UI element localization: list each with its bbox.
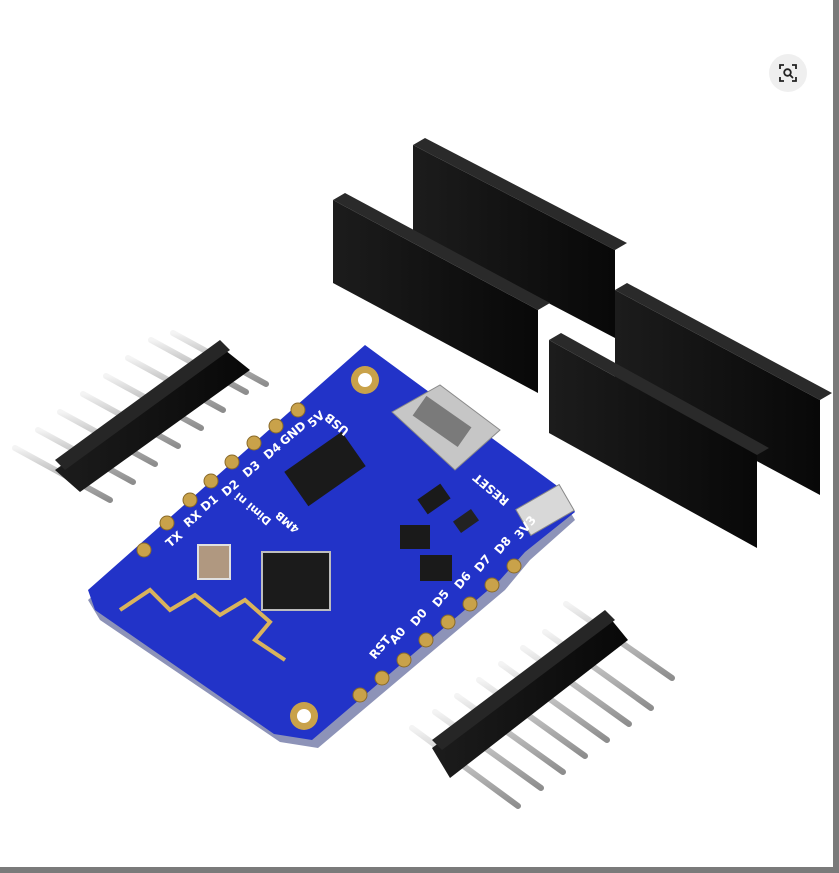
male-header-right <box>409 601 675 809</box>
d1-mini-pcb: TX RX D1 D2 D3 D4 GND 5V USB RESET 4MB D… <box>88 345 575 748</box>
wifi-antenna-trace <box>118 587 287 662</box>
visual-search-button[interactable] <box>769 54 807 92</box>
reset-button-photo <box>515 483 575 537</box>
female-header-short-pins-front <box>549 317 769 548</box>
female-header-short-pins-left <box>333 175 550 393</box>
male-header-left <box>12 330 269 503</box>
esp8266-chip <box>261 551 331 611</box>
female-header-long-pins-right <box>615 197 832 495</box>
flash-chip <box>284 431 366 507</box>
crystal <box>197 544 231 580</box>
visual-search-icon <box>779 64 797 82</box>
female-header-long-pins-back <box>413 49 627 338</box>
